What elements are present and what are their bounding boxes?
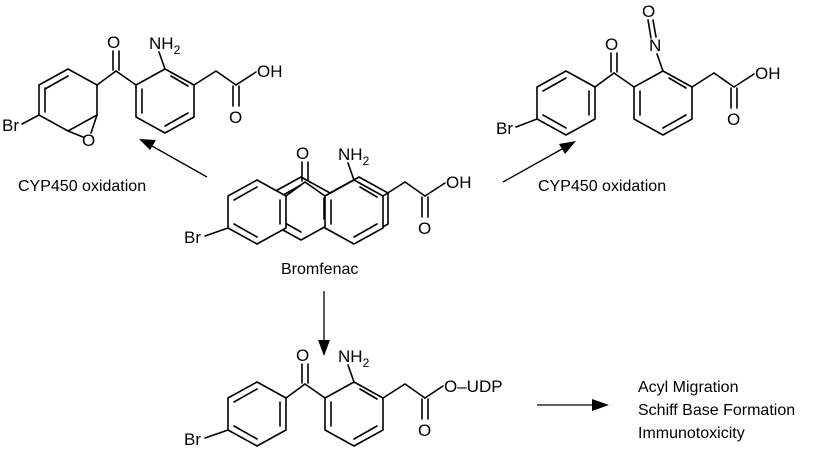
center-molecule	[204, 161, 446, 245]
arrow-to-epoxide	[139, 139, 208, 178]
nitroso-molecule	[515, 19, 755, 136]
arrow-to-nitroso	[502, 141, 576, 183]
bromfenac-label: Bromfenac	[281, 261, 358, 278]
center-acid-o: O	[418, 219, 431, 238]
center-br: Br	[184, 228, 201, 247]
arrow-to-glucuronide	[318, 291, 330, 356]
center-oh: OH	[446, 173, 472, 192]
epoxide-acid-o: O	[229, 108, 242, 127]
glucuronide-carbonyl-o: O	[296, 346, 309, 365]
glucuronide-acid-o: O	[418, 421, 431, 440]
nitroso-o: O	[642, 2, 655, 21]
outcome-schiff-base: Schiff Base Formation	[638, 402, 795, 419]
nitroso-n: N	[649, 36, 661, 55]
center-nh2: NH2	[338, 145, 370, 168]
nitroso-oh: OH	[755, 64, 781, 83]
cyp450-right-label: CYP450 oxidation	[538, 178, 666, 195]
center-carbonyl-o: O	[296, 144, 309, 163]
epoxide-ring-o: O	[82, 131, 95, 150]
glucuronide-nh2: NH2	[338, 347, 370, 370]
epoxide-br: Br	[2, 116, 19, 135]
arrow-to-outcomes	[537, 399, 609, 411]
nitroso-carbonyl-o: O	[605, 35, 618, 54]
glucuronide-br: Br	[184, 430, 201, 449]
cyp450-left-label: CYP450 oxidation	[18, 178, 146, 195]
outcome-immunotoxicity: Immunotoxicity	[638, 425, 745, 442]
epoxide-molecule	[21, 50, 257, 138]
glucuronide-molecule	[204, 363, 444, 447]
nitroso-acid-o: O	[727, 110, 740, 129]
outcome-acyl-migration: Acyl Migration	[638, 379, 738, 396]
glucuronide-o-udp: O–UDP	[444, 377, 503, 396]
nitroso-br: Br	[496, 119, 513, 138]
epoxide-carbonyl-o: O	[107, 33, 120, 52]
epoxide-nh2: NH2	[149, 34, 181, 57]
epoxide-oh: OH	[257, 62, 283, 81]
